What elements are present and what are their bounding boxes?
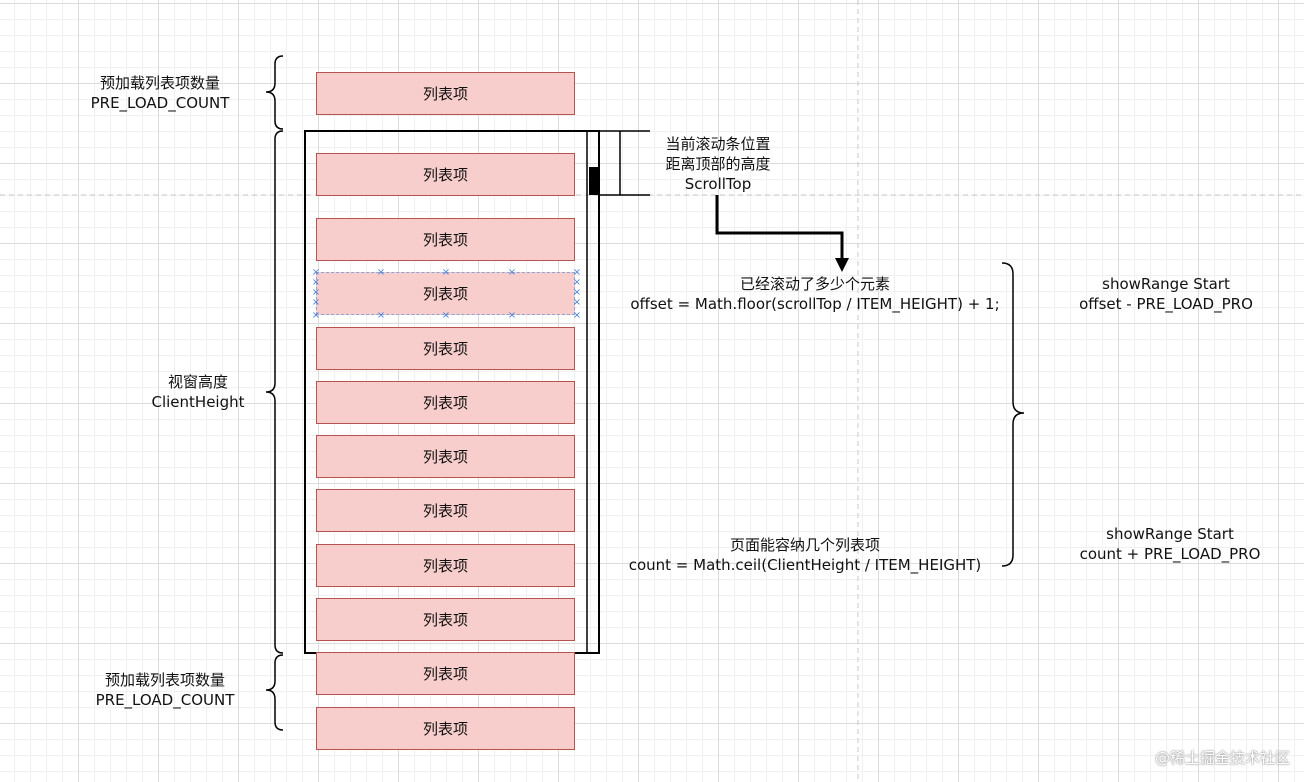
list-item: 列表项 (316, 218, 575, 261)
scrolltop-label-cn-2: 距离顶部的高度 (665, 155, 771, 173)
resize-handle-icon[interactable]: × (572, 297, 582, 308)
resize-handle-icon[interactable]: × (572, 310, 582, 321)
range-end-title: showRange Start (1106, 525, 1234, 543)
range-start-label: showRange Start offset - PRE_LOAD_PRO (1046, 274, 1286, 314)
preload-top-label-cn: 预加载列表项数量 (99, 74, 220, 92)
resize-handle-icon[interactable]: × (507, 267, 517, 278)
resize-handle-icon[interactable]: × (572, 287, 582, 298)
list-item: 列表项 (316, 544, 575, 587)
range-end-formula: count + PRE_LOAD_PRO (1079, 545, 1261, 563)
list-item: 列表项 (316, 153, 575, 196)
resize-handle-icon[interactable]: × (376, 310, 386, 321)
brace-range (1001, 262, 1025, 567)
preload-bottom-label-cn: 预加载列表项数量 (104, 671, 225, 689)
list-item: 列表项 (316, 72, 575, 115)
scrolltop-label: 当前滚动条位置 距离顶部的高度 ScrollTop (618, 134, 818, 194)
resize-handle-icon[interactable]: × (311, 297, 321, 308)
viewport-height-label: 视窗高度 ClientHeight (98, 372, 298, 412)
brace-preload-bottom (265, 654, 284, 731)
list-item: 列表项 (316, 381, 575, 424)
range-start-formula: offset - PRE_LOAD_PRO (1079, 295, 1253, 313)
resize-handle-icon[interactable]: × (376, 267, 386, 278)
resize-handle-icon[interactable]: × (441, 267, 451, 278)
range-start-title: showRange Start (1102, 275, 1230, 293)
viewport-height-label-cn: 视窗高度 (167, 373, 228, 391)
scrolltop-arrow (715, 195, 844, 260)
resize-handle-icon[interactable]: × (311, 277, 321, 288)
offset-label: 已经滚动了多少个元素 offset = Math.floor(scrollTop… (600, 274, 1030, 314)
range-end-label: showRange Start count + PRE_LOAD_PRO (1050, 524, 1290, 564)
resize-handle-icon[interactable]: × (441, 310, 451, 321)
resize-handle-icon[interactable]: × (572, 267, 582, 278)
list-item-selected[interactable]: 列表项 (316, 272, 575, 315)
list-item: 列表项 (316, 707, 575, 750)
resize-handle-icon[interactable]: × (572, 277, 582, 288)
count-label: 页面能容纳几个列表项 count = Math.ceil(ClientHeigh… (590, 535, 1020, 575)
list-item: 列表项 (316, 435, 575, 478)
preload-bottom-label-en: PRE_LOAD_COUNT (95, 691, 235, 709)
list-item: 列表项 (316, 652, 575, 695)
brace-preload-top (265, 55, 284, 130)
scrolltop-label-cn-1: 当前滚动条位置 (665, 135, 771, 153)
preload-top-label-en: PRE_LOAD_COUNT (90, 94, 230, 112)
list-item: 列表项 (316, 489, 575, 532)
scrolltop-label-en: ScrollTop (684, 175, 752, 193)
watermark: @稀土掘金技术社区 (1154, 749, 1290, 767)
preload-bottom-label: 预加载列表项数量 PRE_LOAD_COUNT (65, 670, 265, 710)
scrolltop-arrow-head (835, 258, 849, 272)
resize-handle-icon[interactable]: × (311, 310, 321, 321)
preload-top-label: 预加载列表项数量 PRE_LOAD_COUNT (60, 73, 260, 113)
count-label-cn: 页面能容纳几个列表项 (729, 536, 880, 554)
resize-handle-icon[interactable]: × (311, 267, 321, 278)
list-item: 列表项 (316, 598, 575, 641)
offset-formula: offset = Math.floor(scrollTop / ITEM_HEI… (630, 295, 1000, 313)
count-formula: count = Math.ceil(ClientHeight / ITEM_HE… (628, 556, 982, 574)
list-item: 列表项 (316, 327, 575, 370)
viewport-height-label-en: ClientHeight (151, 393, 245, 411)
scrollbar-thumb (589, 167, 598, 195)
brace-viewport (265, 130, 284, 654)
resize-handle-icon[interactable]: × (311, 287, 321, 298)
offset-label-cn: 已经滚动了多少个元素 (739, 275, 890, 293)
resize-handle-icon[interactable]: × (507, 310, 517, 321)
